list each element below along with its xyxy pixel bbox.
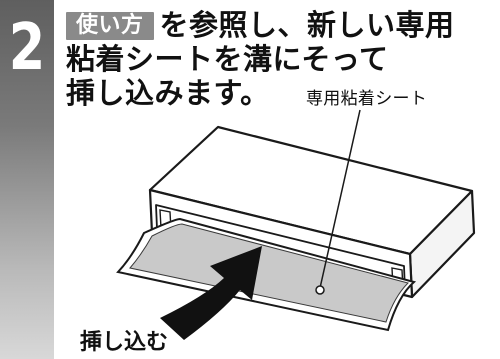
instruction-line-1: 使い方を参照し、新しい専用 (66, 8, 496, 42)
usage-reference-badge: 使い方 (66, 12, 154, 40)
instruction-text: 使い方を参照し、新しい専用 粘着シートを溝にそって 挿し込みます。 (66, 8, 496, 110)
insert-direction-arrow (160, 246, 262, 340)
step-sidebar: 2 (0, 0, 54, 359)
instruction-line-1-text: を参照し、新しい専用 (159, 8, 455, 42)
callout-dot (315, 285, 325, 295)
instruction-line-2: 粘着シートを溝にそって (66, 42, 389, 76)
callout-leader-line (319, 109, 361, 289)
insert-action-label: 挿し込む (80, 330, 169, 355)
step-number: 2 (8, 11, 46, 85)
adhesive-sheet-label: 専用粘着シート (306, 89, 428, 109)
instruction-line-3: 挿し込みます。 (66, 76, 270, 110)
adhesive-sheet (129, 223, 409, 323)
